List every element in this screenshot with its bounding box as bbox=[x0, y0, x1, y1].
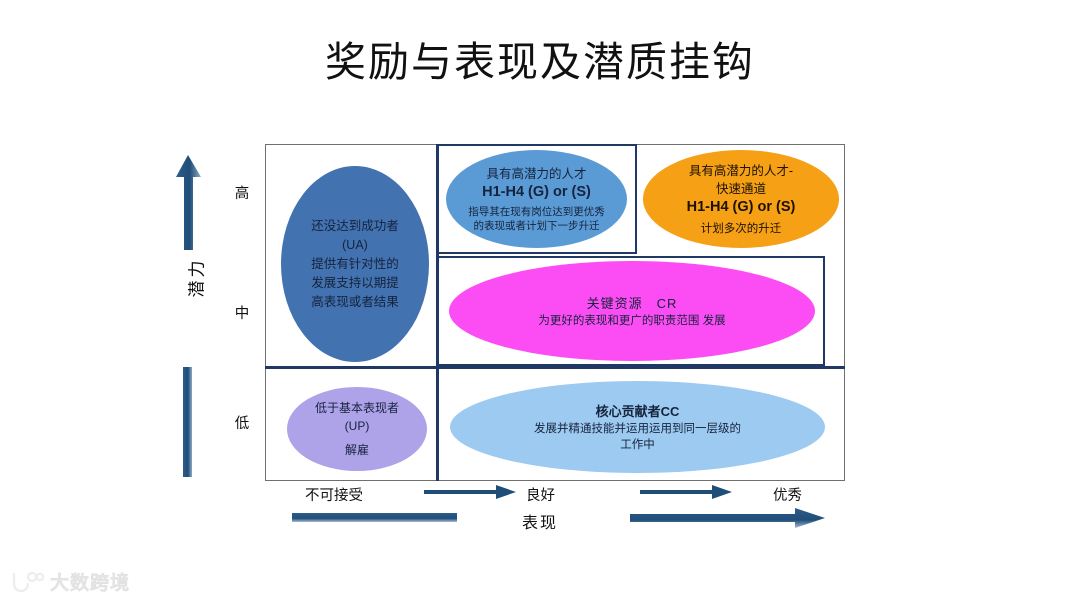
watermark: 大数跨境 bbox=[10, 568, 130, 595]
x-tick-unacceptable: 不可接受 bbox=[305, 488, 363, 504]
cell-critical-resource[interactable]: 关键资源 CR 为更好的表现和更广的职责范围 发展 bbox=[449, 261, 815, 361]
matrix-cell-box-middle-band bbox=[436, 256, 825, 366]
y-tick-high: 高 bbox=[234, 186, 250, 202]
cell-under-performer[interactable]: 低于基本表现者 (UP) 解雇 bbox=[287, 387, 427, 471]
x-axis-arrow-2-icon bbox=[640, 485, 732, 499]
cell-high-potential-detail: 指导其在现有岗位达到更优秀 的表现或者计划下一步升迁 bbox=[468, 206, 605, 232]
x-axis-bar-left-icon bbox=[292, 513, 457, 522]
cell-high-potential-headline: 具有高潜力的人才 bbox=[486, 167, 587, 181]
y-axis-low-bar-icon bbox=[183, 367, 192, 477]
cell-core-contributor-detail: 发展并精通技能并运用运用到同一层级的 工作中 bbox=[534, 422, 741, 451]
cell-high-potential[interactable]: 具有高潜力的人才 H1-H4 (G) or (S) 指导其在现有岗位达到更优秀 … bbox=[446, 150, 627, 248]
cell-under-performer-detail: 解雇 bbox=[344, 443, 369, 457]
cell-core-contributor-headline: 核心贡献者CC bbox=[595, 403, 680, 419]
y-axis-up-arrow-icon bbox=[176, 155, 201, 250]
page-title: 奖励与表现及潜质挂钩 bbox=[325, 39, 755, 85]
y-tick-mid: 中 bbox=[234, 306, 250, 322]
cell-fast-track-detail: 计划多次的升迁 bbox=[700, 222, 782, 235]
cell-fast-track[interactable]: 具有高潜力的人才- 快速通道 H1-H4 (G) or (S) 计划多次的升迁 bbox=[643, 150, 839, 248]
x-axis-label: 表现 bbox=[521, 515, 558, 532]
watermark-text: 大数跨境 bbox=[50, 573, 131, 594]
cell-fast-track-headline: 具有高潜力的人才- 快速通道 bbox=[688, 163, 794, 196]
x-axis-arrow-right-icon bbox=[630, 508, 825, 528]
brand-logo-icon bbox=[12, 571, 44, 592]
matrix-cell-box-top-middle bbox=[436, 144, 637, 254]
x-axis-arrow-1-icon bbox=[424, 485, 516, 499]
nine-box-matrix: 还没达到成功者 (UA) 提供有针对性的 发展支持以期提 高表现或者结果 具有高… bbox=[265, 144, 845, 481]
x-tick-excellent: 优秀 bbox=[773, 488, 802, 504]
y-axis-label: 潜力 bbox=[187, 257, 207, 298]
matrix-horizontal-divider bbox=[265, 366, 845, 369]
cell-under-achiever[interactable]: 还没达到成功者 (UA) 提供有针对性的 发展支持以期提 高表现或者结果 bbox=[281, 166, 429, 362]
cell-under-performer-headline: 低于基本表现者 (UP) bbox=[314, 401, 399, 433]
cell-critical-resource-headline: 关键资源 CR bbox=[586, 295, 678, 311]
x-tick-good: 良好 bbox=[526, 488, 555, 504]
cell-critical-resource-detail: 为更好的表现和更广的职责范围 发展 bbox=[538, 314, 726, 327]
cell-high-potential-code: H1-H4 (G) or (S) bbox=[482, 184, 591, 200]
cell-under-achiever-detail: 提供有针对性的 发展支持以期提 高表现或者结果 bbox=[311, 256, 399, 309]
y-tick-low: 低 bbox=[234, 416, 250, 432]
cell-under-achiever-headline: 还没达到成功者 (UA) bbox=[311, 218, 399, 252]
cell-core-contributor[interactable]: 核心贡献者CC 发展并精通技能并运用运用到同一层级的 工作中 bbox=[450, 381, 825, 473]
cell-fast-track-code: H1-H4 (G) or (S) bbox=[686, 198, 796, 215]
